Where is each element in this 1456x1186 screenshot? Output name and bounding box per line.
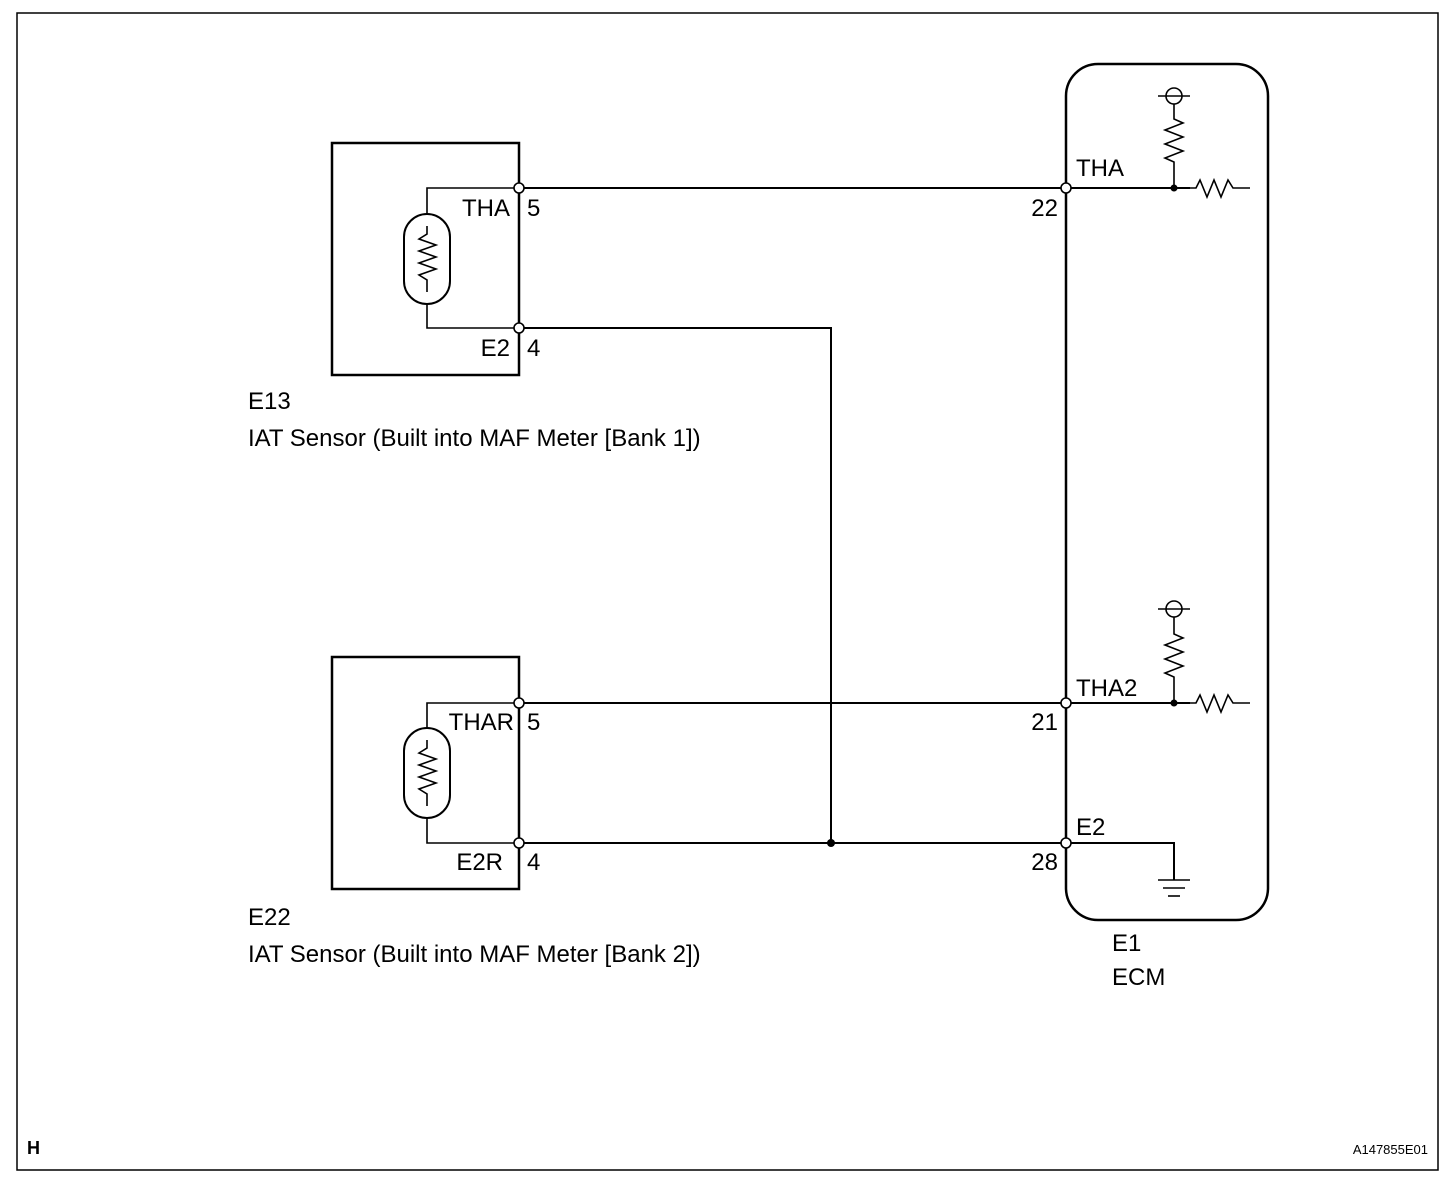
ecm-tha-junction-dot (1170, 184, 1178, 192)
ecm-tha2-resistor-icon (1190, 692, 1250, 715)
ecm-tha2-junction-dot (1170, 699, 1178, 707)
ecm: THA 22 THA2 21 E2 28 E1 ECM (1031, 62, 1270, 991)
ground-icon (1158, 879, 1190, 897)
sensor-e22-ground-pin-number: 4 (527, 849, 540, 876)
ecm-e2-pin-number: 28 (1031, 849, 1058, 876)
sensor-e22: THAR 5 E2R 4 E22 IAT Sensor (Built into … (248, 655, 701, 968)
wire-e2-bank1 (519, 327, 832, 843)
sensor-e22-code: E22 (248, 904, 291, 931)
sensor-e22-internal-wire (426, 702, 517, 728)
ecm-tha-resistor-icon (1190, 177, 1250, 200)
sensor-e13-internal-wire (426, 187, 517, 214)
ecm-tha-pin-name: THA (1076, 155, 1124, 182)
ecm-name: ECM (1112, 964, 1165, 991)
ecm-box (1064, 62, 1270, 922)
terminal-e22-4 (513, 837, 525, 849)
sensor-e13-box (330, 141, 521, 377)
ecm-tha-pullup-resistor-icon (1162, 104, 1186, 188)
sensor-e22-ground-pin-name: E2R (456, 849, 503, 876)
terminal-e13-5 (513, 182, 525, 194)
corner-label-right: A147855E01 (1353, 1142, 1428, 1157)
ecm-e2-pin-name: E2 (1076, 814, 1105, 841)
ecm-tha2-pin-number: 21 (1031, 709, 1058, 736)
sensor-e22-name: IAT Sensor (Built into MAF Meter [Bank 2… (248, 941, 701, 968)
ecm-tha2-pullup-resistor-icon (1162, 617, 1186, 703)
terminal-e22-5 (513, 697, 525, 709)
wire-junction-dot (827, 839, 835, 847)
sensor-e13-code: E13 (248, 388, 291, 415)
ecm-code: E1 (1112, 930, 1141, 957)
sensor-e22-thermistor-icon (403, 727, 451, 819)
sensor-e13-signal-pin-name: THA (462, 195, 510, 222)
terminal-e1-21 (1060, 697, 1072, 709)
ecm-tha2-pin-name: THA2 (1076, 675, 1137, 702)
terminal-e1-22 (1060, 182, 1072, 194)
sensor-e22-signal-pin-name: THAR (449, 709, 514, 736)
sensor-e22-box (330, 655, 521, 891)
sensor-e22-signal-pin-number: 5 (527, 709, 540, 736)
sensor-e13-ground-pin-name: E2 (481, 335, 510, 362)
sensor-e13-signal-pin-number: 5 (527, 195, 540, 222)
terminals (513, 182, 1072, 849)
terminal-e1-28 (1060, 837, 1072, 849)
sensor-e13-name: IAT Sensor (Built into MAF Meter [Bank 1… (248, 425, 701, 452)
sensor-e13-thermistor-icon (403, 213, 451, 305)
ecm-tha-pin-number: 22 (1031, 195, 1058, 222)
ecm-e2-internal-wire (1066, 842, 1175, 880)
corner-label-left: H (27, 1138, 40, 1158)
sensor-e13-resistor-icon (416, 226, 439, 292)
sensor-e22-resistor-icon (416, 740, 439, 806)
diagram-frame (16, 12, 1439, 1171)
terminal-e13-4 (513, 322, 525, 334)
harness-wires (519, 187, 1066, 847)
sensor-e13: THA 5 E2 4 E13 IAT Sensor (Built into MA… (248, 141, 701, 452)
sensor-e13-ground-pin-number: 4 (527, 335, 540, 362)
